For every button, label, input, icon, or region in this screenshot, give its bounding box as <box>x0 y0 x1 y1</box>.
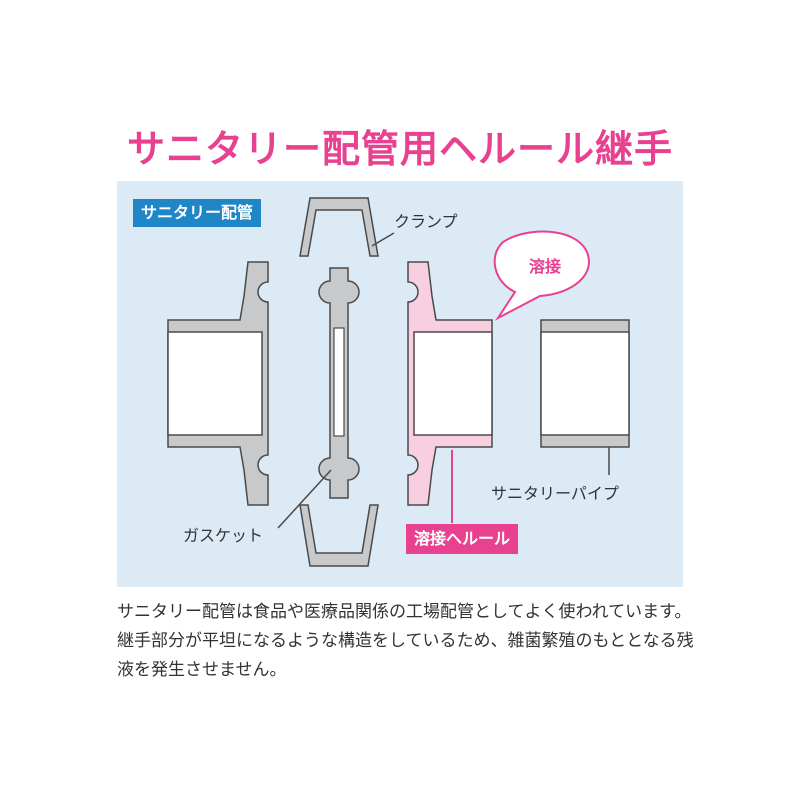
welded-ferrule-bore <box>413 331 493 436</box>
welded-ferrule-tag: 溶接ヘルール <box>406 524 519 554</box>
description-text: サニタリー配管は食品や医療品関係の工場配管としてよく使われています。継手部分が平… <box>117 602 694 680</box>
clamp-bottom <box>299 504 379 567</box>
left-ferrule-bore <box>167 331 263 436</box>
gasket-label: ガスケット <box>183 526 264 545</box>
gasket-leader <box>277 469 332 529</box>
sanitary-pipe-label: サニタリーパイプ <box>491 484 619 503</box>
welding-label: 溶接 <box>528 257 561 276</box>
clamp-label: クランプ <box>394 212 458 231</box>
sanitary-pipe-bore <box>540 331 630 436</box>
gasket-bore <box>333 327 345 437</box>
clamp-leader <box>371 232 395 247</box>
page-title: サニタリー配管用ヘルール継手 <box>126 127 673 171</box>
clamp-top <box>299 197 379 257</box>
welding-bubble <box>493 230 590 321</box>
section-tag: サニタリー配管 <box>133 199 262 227</box>
